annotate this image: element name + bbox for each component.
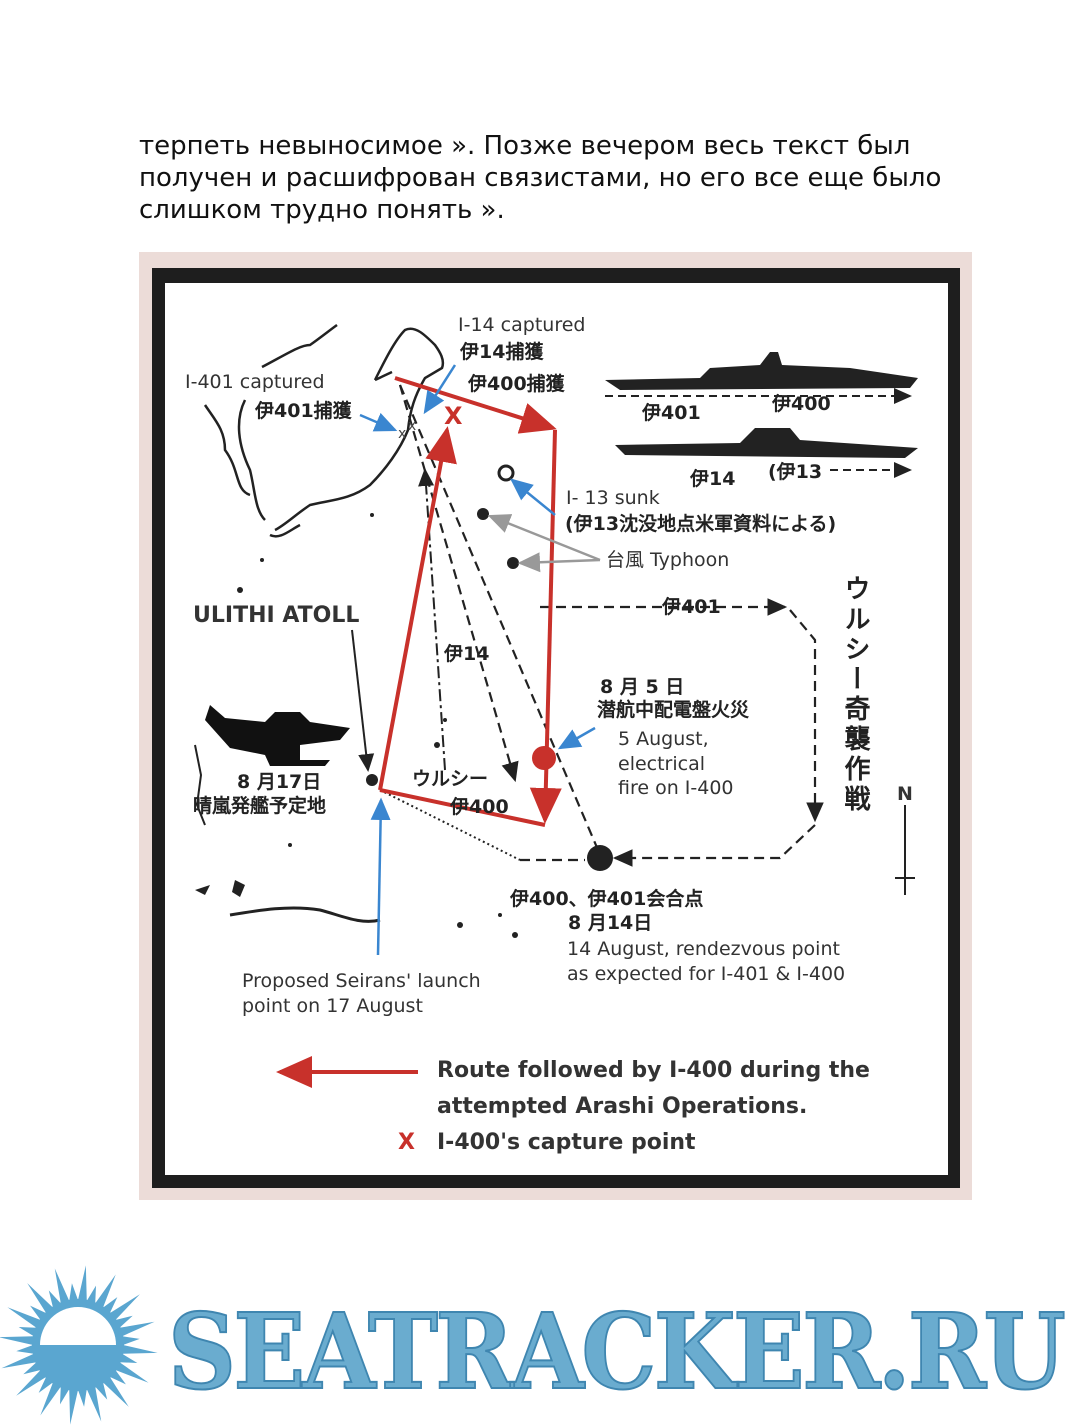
legend-route-line1: Route followed by I-400 during the: [437, 1058, 870, 1083]
typhoon-point: [507, 557, 519, 569]
operation-vertical-label: ウルシー奇襲作戦: [840, 575, 870, 815]
i401-captured-label: I-401 captured: [185, 371, 325, 393]
ulithi-atoll-label: ULITHI ATOLL: [193, 603, 359, 628]
dotted-route: [379, 789, 521, 861]
i400-captured-jp-label: 伊400捕獲: [467, 372, 566, 395]
islands: [194, 513, 518, 938]
route-i401-label: 伊401: [661, 595, 721, 618]
route-i14: [418, 468, 446, 771]
aug5-label-line3: fire on I-400: [618, 777, 734, 799]
blue-pointers: [359, 364, 596, 956]
ulithi-jp-label: ウルシー: [412, 768, 488, 790]
typhoon-pointers: [487, 514, 601, 573]
rendezvous-jp-label: 伊400、伊401会合点: [509, 887, 703, 910]
aug17-jp-date-label: 8 月17日: [237, 771, 321, 793]
aug5-label-line2: electrical: [618, 753, 705, 775]
launch-label-line1: Proposed Seirans' launch: [242, 970, 481, 992]
aug17-jp-label: 晴嵐発艦予定地: [193, 794, 326, 817]
body-paragraph: терпеть невыносимое ». Позже вечером вес…: [139, 130, 999, 226]
i14-captured-jp-label: 伊14捕獲: [459, 340, 544, 363]
svg-text:x: x: [408, 418, 416, 434]
route-i400-label: 伊400: [449, 795, 509, 818]
ship-track-lines: [605, 388, 912, 478]
submarine-silhouettes: [605, 352, 918, 458]
i14-captured-label: I-14 captured: [458, 314, 585, 336]
seaplane-icon: [205, 705, 350, 766]
legend-route-line2: attempted Arashi Operations.: [437, 1094, 807, 1119]
ship-i14-label: 伊14: [689, 467, 735, 490]
rendezvous-jp-date-label: 8 月14日: [568, 912, 652, 934]
ship-i13-label: (伊13: [768, 460, 822, 483]
north-label: N: [897, 783, 913, 805]
coastlines: [203, 323, 445, 538]
sun-logo-icon: [0, 1265, 158, 1425]
paragraph-line: слишком трудно понять ».: [139, 195, 505, 225]
legend-capture-label: I-400's capture point: [437, 1130, 696, 1155]
paragraph-line: получен и расшифрован связистами, но его…: [139, 163, 942, 193]
north-arrow: [895, 805, 915, 895]
site-logo-text: SEATRACKER.RU: [168, 1290, 1064, 1413]
route-i14-label: 伊14: [443, 642, 489, 665]
paragraph-line: терпеть невыносимое ». Позже вечером вес…: [139, 131, 911, 161]
ulithi-pointer: [351, 629, 375, 772]
aug5-label-line1: 5 August,: [618, 728, 709, 750]
legend-capture-marker: X: [398, 1130, 415, 1155]
aug5-jp-date-label: 8 月 5 日: [600, 676, 684, 698]
i401-captured-jp-label: 伊401捕獲: [254, 399, 353, 422]
i13-sunk-jp-label: (伊13沈没地点米軍資料による): [565, 512, 836, 535]
typhoon-point: [477, 508, 489, 520]
fire-point: [532, 746, 556, 770]
rendezvous-label-line1: 14 August, rendezvous point: [567, 938, 840, 960]
typhoon-label: 台風 Typhoon: [606, 549, 729, 571]
ship-i400-label: 伊400: [771, 392, 831, 415]
sun-highlight: [40, 1307, 116, 1345]
rendezvous-label-line2: as expected for I-401 & I-400: [567, 963, 845, 985]
aug5-jp-label: 潜航中配電盤火災: [597, 698, 750, 721]
rendezvous-point: [587, 845, 613, 871]
i13-sunk-point: [497, 464, 515, 482]
capture-point-marker: X: [444, 402, 463, 430]
i13-sunk-label: I- 13 sunk: [566, 487, 660, 509]
svg-text:x: x: [398, 426, 406, 442]
launch-label-line2: point on 17 August: [242, 995, 423, 1017]
ship-i401-label: 伊401: [641, 401, 701, 424]
launch-point: [366, 774, 378, 786]
